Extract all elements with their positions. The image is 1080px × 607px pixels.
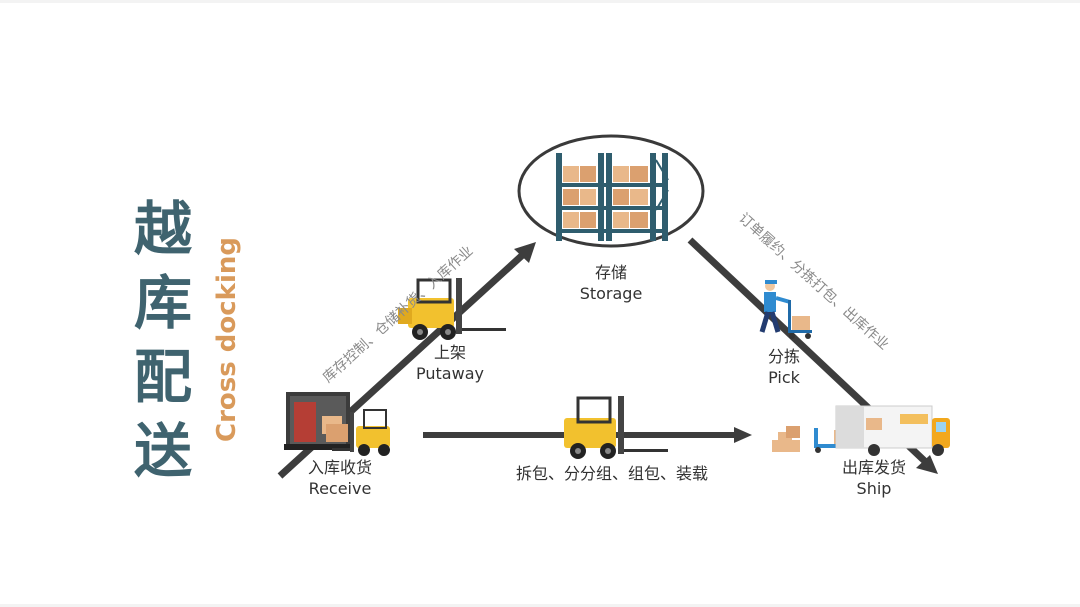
putaway-label-en: Putaway [416, 364, 484, 383]
storage-label-en: Storage [579, 284, 643, 303]
forklift-putaway-illustration [398, 278, 506, 340]
title-char-3: 配 [133, 343, 192, 411]
forklift-crossdock-illustration [564, 396, 668, 459]
storage-label: 存储 Storage [578, 262, 644, 304]
picker-worker-illustration [759, 280, 812, 339]
arrowhead-left [514, 242, 536, 263]
receive-label: 入库收货 Receive [298, 457, 382, 499]
main-title: 越 库 配 送 [128, 192, 198, 488]
english-subtitle: Cross docking [212, 237, 242, 442]
title-char-4: 送 [133, 417, 192, 485]
ship-truck-illustration [772, 405, 950, 456]
putaway-label-zh: 上架 [433, 343, 466, 362]
storage-rack-illustration [517, 134, 705, 248]
title-char-2: 库 [133, 269, 192, 337]
pick-label-en: Pick [768, 368, 800, 387]
pick-label-zh: 分拣 [767, 347, 800, 366]
receive-label-zh: 入库收货 [307, 458, 372, 477]
receive-truck-illustration [284, 392, 354, 450]
small-forklift-illustration [332, 409, 390, 456]
ship-label-zh: 出库发货 [841, 458, 906, 477]
top-border [0, 0, 1080, 3]
pick-label: 分拣 Pick [760, 346, 808, 388]
putaway-label: 上架 Putaway [414, 342, 486, 384]
storage-label-zh: 存储 [594, 263, 627, 282]
title-char-1: 越 [133, 195, 192, 263]
ship-label-en: Ship [856, 479, 892, 498]
arrowhead-bottom [734, 427, 752, 443]
receive-label-en: Receive [308, 479, 372, 498]
ship-label: 出库发货 Ship [832, 457, 916, 499]
arrowhead-right [916, 455, 938, 474]
crossdock-edge-label: 拆包、分分组、组包、装载 [515, 464, 708, 483]
bottom-border [0, 604, 1080, 607]
